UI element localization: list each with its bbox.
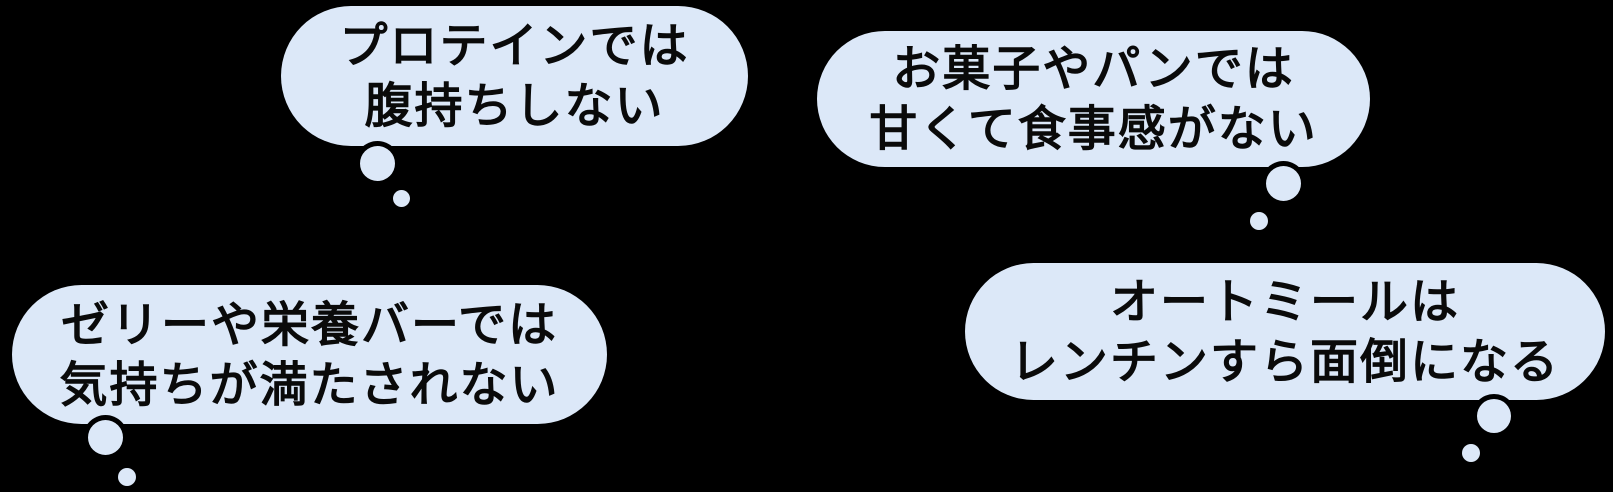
bubble-text-line-2: 甘くて食事感がない: [869, 101, 1318, 157]
thought-tail-small-dot: [1462, 444, 1480, 462]
bubble-text-line-2: 気持ちが満たされない: [59, 356, 560, 413]
thought-bubble-jelly-bar: ゼリーや栄養バーでは 気持ちが満たされない: [12, 285, 607, 424]
thought-bubble-sweets-bread: お菓子やパンでは 甘くて食事感がない: [817, 31, 1370, 167]
thought-tail-small-dot: [118, 468, 136, 486]
thought-tail-large-dot: [360, 146, 395, 181]
bubble-text-line-1: プロテインでは: [339, 18, 690, 74]
bubble-text-line-1: お菓子やパンでは: [892, 41, 1295, 97]
bubble-text-line-1: オートミールは: [1109, 273, 1460, 330]
thought-tail-small-dot: [393, 190, 410, 207]
thought-tail-large-dot: [1477, 399, 1511, 433]
bubble-text-line-2: 腹持ちしない: [364, 78, 665, 134]
thought-bubble-protein: プロテインでは 腹持ちしない: [281, 6, 748, 146]
thought-bubble-oatmeal: オートミールは レンチンすら面倒になる: [965, 263, 1605, 400]
thought-tail-large-dot: [88, 420, 123, 455]
bubble-text-line-1: ゼリーや栄養バーでは: [60, 296, 559, 353]
thought-tail-small-dot: [1250, 212, 1268, 230]
thought-tail-large-dot: [1266, 166, 1301, 201]
bubble-text-line-2: レンチンすら面倒になる: [1009, 333, 1560, 390]
